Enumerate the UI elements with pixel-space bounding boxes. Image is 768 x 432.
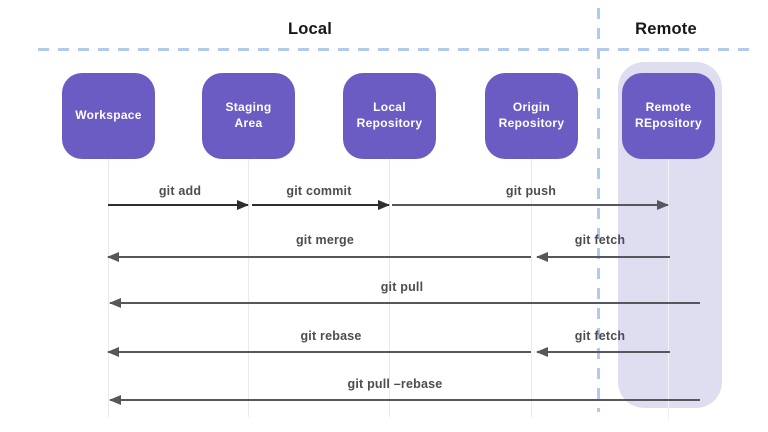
label-git-rebase: git rebase: [300, 329, 362, 343]
arrow-git-commit: [252, 200, 390, 210]
lifeline-origin-repository: [531, 159, 532, 417]
label-git-merge: git merge: [295, 233, 355, 247]
node-label: Remote REpository: [634, 100, 702, 130]
arrowhead-left-icon: [109, 298, 121, 308]
arrow-shaft: [110, 399, 700, 401]
label-git-add: git add: [158, 184, 202, 198]
arrow-git-push: [392, 200, 669, 210]
label-git-commit: git commit: [286, 184, 352, 198]
horizontal-divider-dashed: [38, 48, 752, 51]
arrowhead-left-icon: [536, 347, 548, 357]
arrow-shaft: [108, 351, 531, 353]
node-remote-repository: Remote REpository: [622, 73, 715, 159]
label-git-pull-rebase: git pull –rebase: [347, 377, 443, 391]
arrow-shaft: [537, 351, 670, 353]
arrow-shaft: [110, 302, 700, 304]
arrow-shaft: [252, 204, 389, 206]
vertical-divider-dashed: [597, 8, 600, 412]
label-git-pull: git pull: [380, 280, 424, 294]
label-git-fetch-1: git fetch: [574, 233, 626, 247]
node-label: Origin Repository: [498, 100, 565, 130]
node-label: Staging Area: [225, 100, 272, 130]
node-local-repository: Local Repository: [343, 73, 436, 159]
arrow-shaft: [108, 204, 248, 206]
node-staging-area: Staging Area: [202, 73, 295, 159]
arrowhead-right-icon: [657, 200, 669, 210]
node-label: Workspace: [75, 108, 142, 123]
arrow-shaft: [108, 256, 531, 258]
arrowhead-right-icon: [378, 200, 390, 210]
node-origin-repository: Origin Repository: [485, 73, 578, 159]
lifeline-local-repository: [389, 159, 390, 417]
lifeline-workspace: [108, 159, 109, 417]
arrow-git-fetch-2: [536, 347, 670, 357]
label-git-push: git push: [505, 184, 557, 198]
arrowhead-left-icon: [536, 252, 548, 262]
arrowhead-right-icon: [237, 200, 249, 210]
arrow-git-pull: [109, 298, 700, 308]
arrow-shaft: [392, 204, 668, 206]
arrow-shaft: [537, 256, 670, 258]
node-workspace: Workspace: [62, 73, 155, 159]
local-section-title: Local: [287, 20, 333, 38]
node-label: Local Repository: [356, 100, 423, 130]
label-git-fetch-2: git fetch: [574, 329, 626, 343]
arrowhead-left-icon: [107, 347, 119, 357]
arrow-git-fetch-1: [536, 252, 670, 262]
arrow-git-merge: [107, 252, 531, 262]
arrow-git-pull-rebase: [109, 395, 700, 405]
arrowhead-left-icon: [107, 252, 119, 262]
lifeline-staging-area: [248, 159, 249, 417]
remote-section-title: Remote: [635, 20, 697, 38]
arrow-git-add: [108, 200, 249, 210]
arrowhead-left-icon: [109, 395, 121, 405]
lifeline-remote-repository: [668, 159, 669, 421]
arrow-git-rebase: [107, 347, 531, 357]
